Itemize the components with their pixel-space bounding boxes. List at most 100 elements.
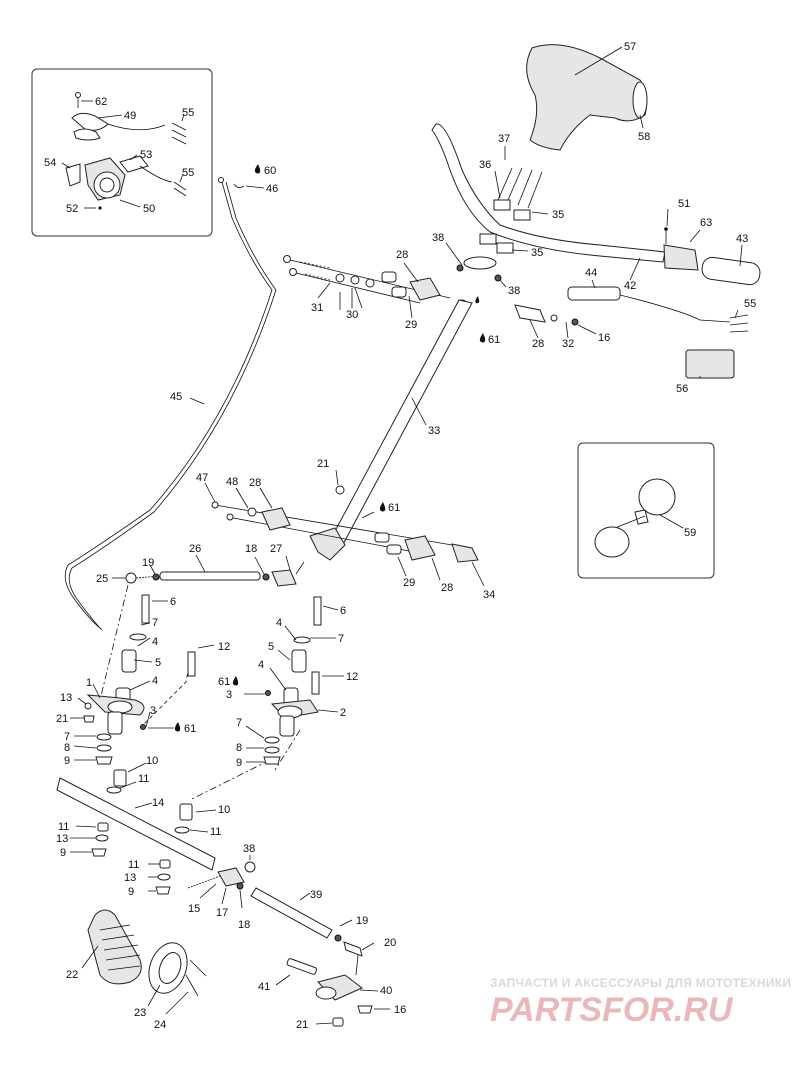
- callout-40: 40: [380, 985, 392, 997]
- steering-boot: 22 23 24: [66, 909, 207, 1031]
- callout-21: 21: [56, 713, 68, 725]
- oil-drop-icon: [174, 722, 181, 732]
- callout-7: 7: [152, 617, 158, 629]
- callout-15: 15: [188, 903, 200, 915]
- lower-linkage: 47 48 28 21 61 29 28 34: [196, 458, 495, 601]
- steering-column: 33: [309, 299, 473, 561]
- callout-9: 9: [60, 847, 66, 859]
- callout-57: 57: [624, 41, 636, 53]
- oil-drop-icon: [479, 333, 486, 343]
- callout-4: 4: [152, 675, 158, 687]
- callout-11: 11: [128, 859, 139, 871]
- callout-16: 16: [598, 332, 610, 344]
- callout-34: 34: [483, 589, 495, 601]
- callout-7: 7: [338, 633, 344, 645]
- callout-24: 24: [154, 1019, 166, 1031]
- right-steering-arm: 6 7 4 5 4 12 2 61 3 7 8 9: [189, 596, 358, 801]
- callout-21: 21: [296, 1019, 308, 1031]
- callout-22: 22: [66, 969, 78, 981]
- callout-44: 44: [585, 267, 597, 279]
- callout-53: 53: [140, 149, 152, 161]
- callout-28: 28: [532, 338, 544, 350]
- callout-14: 14: [152, 797, 164, 809]
- oil-drop-icon: [379, 502, 386, 512]
- upper-linkage: 28 31 30 29 28 32 16 61: [283, 249, 610, 350]
- callout-2: 2: [340, 707, 346, 719]
- callout-18: 18: [245, 543, 257, 555]
- left-steering-arm: 6 7 4 5 4 1 3 13 21 7 8 9 12 61: [56, 584, 230, 767]
- callout-54: 54: [44, 157, 56, 169]
- callout-9: 9: [236, 757, 242, 769]
- callout-38: 38: [243, 843, 255, 855]
- callout-8: 8: [236, 742, 242, 754]
- handlebar-pad: 57 58: [526, 41, 650, 151]
- callout-5: 5: [155, 657, 161, 669]
- callout-28: 28: [249, 477, 261, 489]
- callout-3: 3: [226, 689, 232, 701]
- callout-7: 7: [236, 717, 242, 729]
- callout-28: 28: [396, 249, 408, 261]
- callout-4: 4: [152, 636, 158, 648]
- callout-38: 38: [508, 285, 520, 297]
- callout-10: 10: [218, 804, 230, 816]
- callout-4: 4: [258, 659, 264, 671]
- callout-36: 36: [479, 159, 491, 171]
- callout-3: 3: [150, 705, 156, 717]
- callout-39: 39: [310, 889, 322, 901]
- watermark-tagline: ЗАПЧАСТИ И АКСЕССУАРЫ ДЛЯ МОТОТЕХНИКИ: [490, 976, 791, 990]
- callout-6: 6: [340, 605, 346, 617]
- callout-19: 19: [356, 915, 368, 927]
- callout-56: 56: [676, 383, 688, 395]
- callout-55: 55: [744, 298, 756, 310]
- callout-61: 61: [218, 676, 230, 688]
- callout-12: 12: [346, 671, 358, 683]
- callout-62: 62: [95, 96, 107, 108]
- callout-38: 38: [432, 232, 444, 244]
- callout-8: 8: [64, 742, 70, 754]
- callout-28: 28: [441, 582, 453, 594]
- callout-13: 13: [60, 692, 72, 704]
- callout-13: 13: [56, 833, 68, 845]
- watermark: ЗАПЧАСТИ И АКСЕССУАРЫ ДЛЯ МОТОТЕХНИКИ PA…: [490, 976, 791, 1029]
- callout-9: 9: [64, 755, 70, 767]
- callout-21: 21: [317, 458, 329, 470]
- callout-4: 4: [276, 617, 282, 629]
- callout-49: 49: [124, 110, 136, 122]
- callout-19: 19: [142, 557, 154, 569]
- callout-63: 63: [700, 217, 712, 229]
- callout-47: 47: [196, 472, 208, 484]
- callout-51: 51: [678, 198, 690, 210]
- callout-17: 17: [216, 907, 228, 919]
- oil-drop-icon: [254, 164, 261, 174]
- callout-27: 27: [270, 543, 282, 555]
- oil-drop-icon: [475, 296, 480, 304]
- callout-42: 42: [624, 280, 636, 292]
- callout-16: 16: [394, 1004, 406, 1016]
- callout-23: 23: [134, 1007, 146, 1019]
- callout-41: 41: [258, 981, 270, 993]
- callout-11: 11: [58, 821, 69, 833]
- callout-31: 31: [311, 302, 323, 314]
- callout-30: 30: [346, 309, 358, 321]
- lower-tie-rod: 15 17 18 38 39 19 20 40 41 16 21: [187, 843, 406, 1031]
- callout-37: 37: [498, 133, 510, 145]
- inset-throttle-housing: 62 49 55 53 54 55 52 50: [31, 68, 213, 237]
- callout-55: 55: [182, 167, 194, 179]
- callout-10: 10: [146, 755, 158, 767]
- callout-32: 32: [562, 338, 574, 350]
- handlebar: 37 36 35 35 38 38 51 63 43 42 44 55 56: [431, 123, 761, 395]
- callout-26: 26: [189, 543, 201, 555]
- callout-9: 9: [128, 886, 134, 898]
- callout-59: 59: [684, 527, 696, 539]
- callout-61: 61: [388, 502, 400, 514]
- callout-6: 6: [170, 596, 176, 608]
- cross-bar: 10 11 14 10 11 11 13 9 11 13 9: [56, 755, 230, 898]
- callout-35: 35: [552, 209, 564, 221]
- callout-29: 29: [403, 577, 415, 589]
- upper-tie-rod: 26 19 18 27 25: [96, 543, 305, 587]
- callout-55: 55: [182, 107, 194, 119]
- callout-25: 25: [96, 573, 108, 585]
- callout-50: 50: [143, 203, 155, 215]
- callout-60: 60: [264, 165, 276, 177]
